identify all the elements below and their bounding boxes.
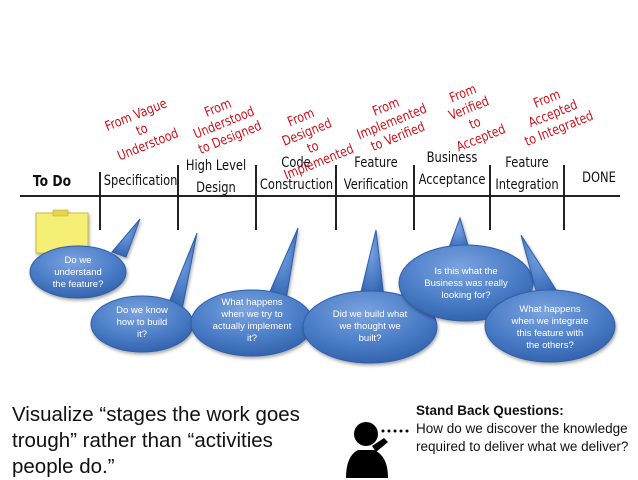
- question-bubble-3: [190, 227, 314, 357]
- question-text-3: What happens when we try to actually imp…: [212, 297, 292, 344]
- column-specification: Specification: [103, 173, 178, 189]
- column-done: DONE: [582, 170, 616, 186]
- column-code-construction: Code Construction: [259, 155, 334, 193]
- thinker-silhouette-icon: [346, 422, 388, 478]
- stand-back-title: Stand Back Questions:: [416, 403, 564, 418]
- column-todo: To Do: [32, 172, 72, 190]
- caption: Visualize “stages the work goes trough” …: [12, 403, 300, 478]
- stand-back-body: How do we discover the knowledge require…: [416, 421, 629, 454]
- column-feature-integration: Feature Integration: [495, 155, 559, 193]
- question-text-2: Do we know how to build it?: [116, 305, 168, 340]
- column-business-acceptance: Business Acceptance: [418, 150, 486, 188]
- question-bubble-6: [484, 234, 616, 363]
- question-bubble-5: [398, 216, 534, 322]
- thought-dots: [381, 429, 409, 433]
- column-high-level-design: High Level Design: [185, 158, 247, 196]
- question-bubble-4: [302, 229, 438, 364]
- question-text-1: Do we understand the feature?: [52, 255, 104, 290]
- question-text-5: Is this what the Business was really loo…: [424, 266, 508, 301]
- column-feature-verification: Feature Verification: [343, 155, 409, 193]
- question-bubble-1: [29, 218, 141, 299]
- question-text-6: What happens when we integrate this feat…: [511, 304, 589, 351]
- question-text-4: Did we build what we thought we built?: [332, 309, 408, 344]
